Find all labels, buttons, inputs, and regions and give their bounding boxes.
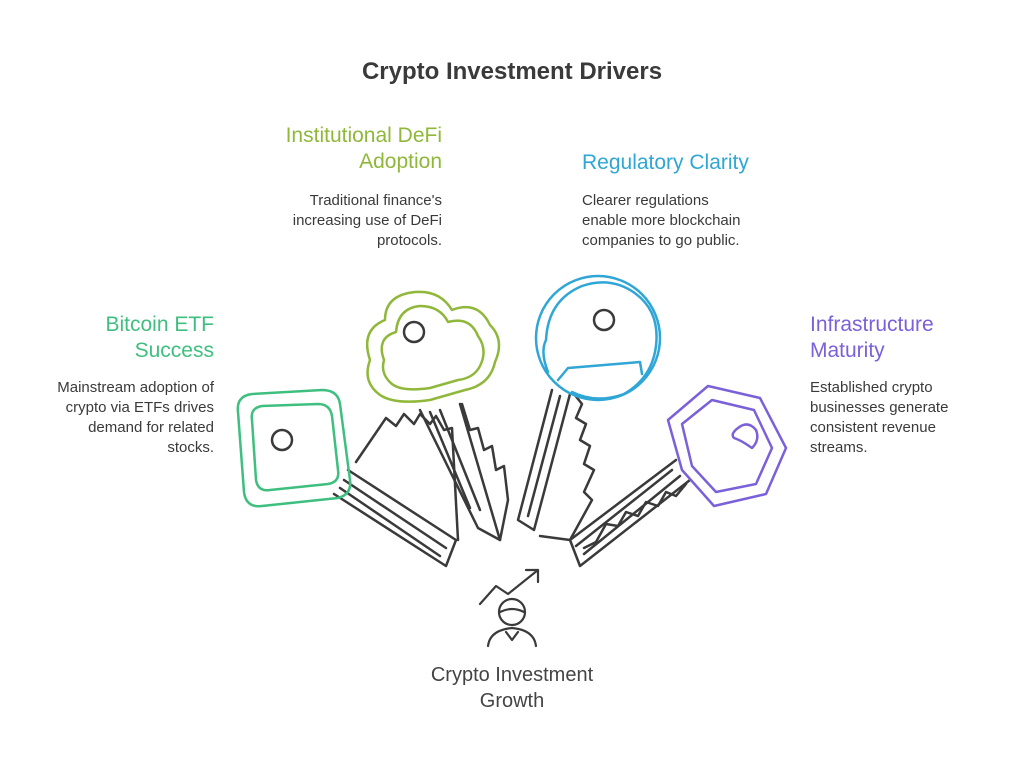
desc-line: businesses generate [810, 399, 949, 416]
desc-line: streams. [810, 439, 868, 456]
center-label-line: Crypto Investment [430, 664, 594, 686]
driver-heading-institutional-defi: Institutional DeFi Adoption [220, 123, 442, 175]
desc-line: increasing use of DeFi [292, 212, 442, 229]
desc-line: stocks. [167, 439, 214, 456]
desc-line: Established crypto [810, 379, 933, 396]
desc-line: Traditional finance's [309, 192, 442, 209]
desc-line: protocols. [376, 232, 442, 249]
person-growth-icon [478, 568, 540, 648]
heading-line: Regulatory Clarity [582, 151, 749, 174]
hexagon-key-icon [568, 384, 788, 568]
driver-heading-infrastructure-maturity: Infrastructure Maturity [810, 312, 1010, 364]
heading-line: Maturity [810, 339, 885, 362]
desc-line: Clearer regulations [582, 192, 709, 209]
desc-line: consistent revenue [810, 419, 936, 436]
heading-line: Institutional DeFi [285, 124, 442, 147]
cloud-key-icon [365, 290, 510, 542]
driver-heading-bitcoin-etf: Bitcoin ETF Success [20, 312, 214, 364]
square-key-icon [236, 388, 460, 568]
desc-line: Mainstream adoption of [57, 379, 214, 396]
heading-line: Success [134, 339, 214, 362]
round-key-icon [516, 274, 662, 542]
driver-desc-bitcoin-etf: Mainstream adoption of crypto via ETFs d… [10, 378, 214, 458]
desc-line: enable more blockchain [582, 212, 741, 229]
desc-line: demand for related [88, 419, 214, 436]
desc-line: crypto via ETFs drives [65, 399, 214, 416]
desc-line: companies to go public. [582, 232, 740, 249]
page-title: Crypto Investment Drivers [361, 58, 663, 85]
driver-desc-regulatory-clarity: Clearer regulations enable more blockcha… [582, 191, 802, 251]
heading-line: Adoption [359, 150, 442, 173]
heading-line: Infrastructure [810, 313, 934, 336]
driver-heading-regulatory-clarity: Regulatory Clarity [582, 150, 822, 176]
center-label: Crypto Investment Growth [362, 662, 662, 714]
heading-line: Bitcoin ETF [105, 313, 214, 336]
center-label-line: Growth [479, 690, 545, 712]
driver-desc-institutional-defi: Traditional finance's increasing use of … [232, 191, 442, 251]
driver-desc-infrastructure-maturity: Established crypto businesses generate c… [810, 378, 1010, 458]
